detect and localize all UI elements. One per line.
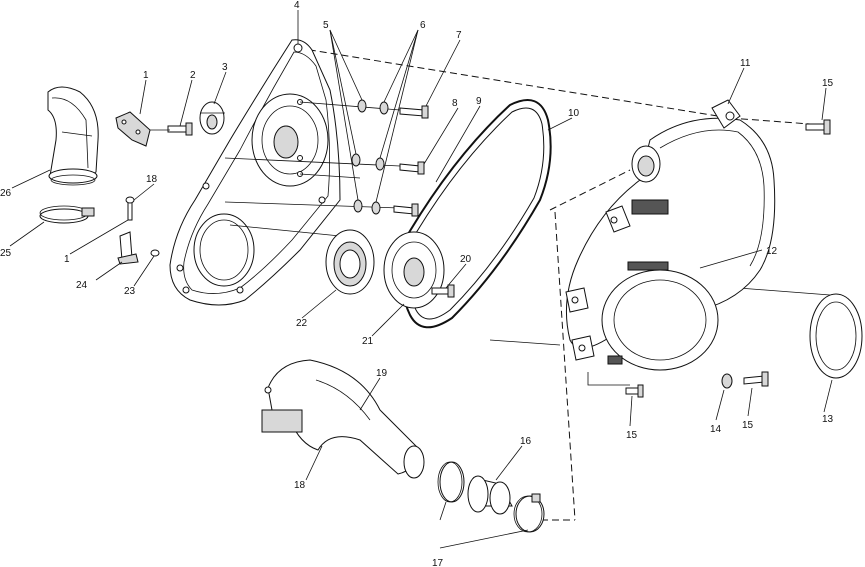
clamp-17-left — [437, 461, 465, 503]
bushing-3 — [199, 101, 225, 135]
inner-cover-4 — [169, 39, 341, 306]
callout-labels: 1 2 3 4 5 6 7 8 9 10 11 12 13 14 15 15 1… — [0, 0, 834, 567]
callout-26: 26 — [0, 188, 12, 199]
callout-9: 9 — [476, 96, 482, 107]
outlet-duct-18-19 — [261, 359, 425, 479]
clamp-17-right — [513, 493, 545, 533]
drive-belt-10 — [398, 99, 552, 329]
screw-15-low — [625, 384, 644, 398]
callout-leaders — [9, 10, 833, 549]
bracket-1 — [115, 111, 151, 147]
bolt-18a — [125, 196, 135, 221]
callout-11: 11 — [740, 58, 751, 69]
bolts-7-8 — [393, 105, 429, 217]
callout-7: 7 — [456, 30, 462, 41]
callout-14: 14 — [710, 424, 722, 435]
callout-22: 22 — [296, 318, 308, 329]
callout-13: 13 — [822, 414, 834, 425]
callout-19: 19 — [376, 368, 388, 379]
callout-25: 25 — [0, 248, 12, 259]
callout-10: 10 — [568, 108, 580, 119]
screw-15-right — [743, 371, 769, 387]
callout-15-low: 15 — [626, 430, 638, 441]
boot-16 — [467, 475, 513, 515]
callout-21: 21 — [362, 336, 374, 347]
callout-18-top: 18 — [146, 174, 158, 185]
callout-18-low: 18 — [294, 480, 306, 491]
disc-13 — [809, 293, 863, 379]
screw-15-top — [805, 119, 831, 135]
callout-17: 17 — [432, 558, 444, 567]
bolt-20 — [431, 284, 455, 298]
screw-2 — [167, 122, 193, 136]
callout-15-top: 15 — [822, 78, 834, 89]
intake-duct-elbow — [47, 86, 99, 186]
bearing-hub-21 — [383, 231, 445, 309]
callout-12: 12 — [766, 246, 778, 257]
callout-15-right: 15 — [742, 420, 754, 431]
callout-4: 4 — [294, 0, 300, 11]
hose-clamp-25 — [39, 205, 95, 224]
callout-3: 3 — [222, 62, 228, 73]
seal-22 — [325, 229, 375, 295]
callout-6: 6 — [420, 20, 426, 31]
rivet-23 — [150, 249, 160, 257]
callout-2: 2 — [190, 70, 196, 81]
outer-cover-11 — [565, 99, 776, 371]
washer-14 — [721, 373, 733, 389]
callout-1-low: 1 — [64, 254, 70, 265]
callout-1: 1 — [143, 70, 149, 81]
fastener-axis-lines — [150, 101, 401, 237]
callout-8: 8 — [452, 98, 458, 109]
clip-24 — [117, 231, 139, 265]
callout-24: 24 — [76, 280, 88, 291]
washers-5-6 — [351, 99, 389, 215]
callout-5: 5 — [323, 20, 329, 31]
alignment-lines — [297, 47, 831, 521]
callout-16: 16 — [520, 436, 532, 447]
callout-23: 23 — [124, 286, 136, 297]
callout-20: 20 — [460, 254, 472, 265]
